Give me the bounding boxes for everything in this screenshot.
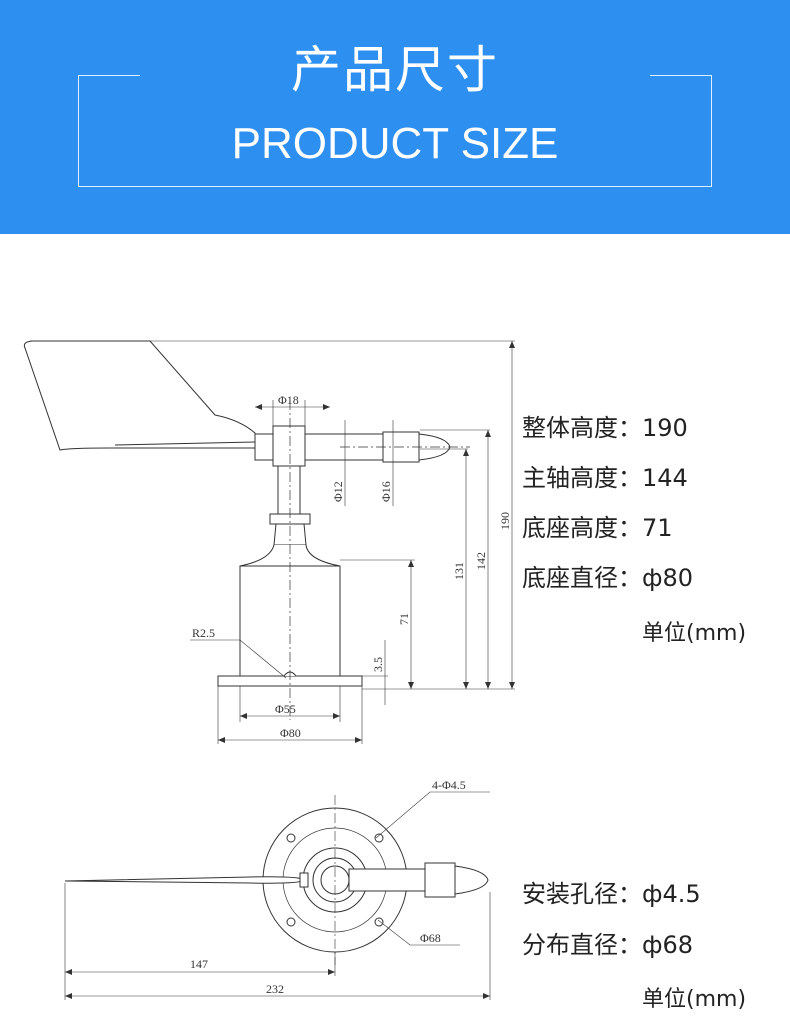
- mount-hole: [374, 833, 384, 843]
- dim-holes: 4-Φ4.5: [432, 778, 466, 792]
- page-title: 产品尺寸: [291, 41, 499, 99]
- unit-label-top: 单位(mm): [642, 987, 747, 1012]
- dim-d16: Φ16: [379, 481, 393, 502]
- frame-gap: [140, 70, 650, 82]
- front-view: [23, 340, 515, 744]
- dim-d55: Φ55: [275, 702, 296, 716]
- dim-d12: Φ12: [331, 481, 345, 502]
- dim-d80: Φ80: [280, 726, 301, 740]
- spec-base-diameter: 底座直径：ф80: [522, 564, 694, 592]
- mount-hole: [374, 917, 384, 927]
- top-view: [64, 791, 491, 1000]
- mount-hole: [286, 833, 296, 843]
- dim-r25: R2.5: [192, 626, 215, 640]
- dim-d68: Φ68: [420, 931, 441, 945]
- dim-h190: 190: [498, 512, 512, 530]
- dim-l232: 232: [266, 982, 284, 996]
- spec-hole-diameter: 安装孔径：ф4.5: [522, 880, 701, 908]
- header-banner: 产品尺寸 PRODUCT SIZE: [0, 0, 790, 234]
- spec-shaft-height: 主轴高度：144: [522, 464, 688, 492]
- page-subtitle: PRODUCT SIZE: [231, 119, 559, 168]
- dim-h142: 142: [474, 552, 488, 570]
- top-vane: [64, 876, 306, 884]
- dim-h131: 131: [452, 562, 466, 580]
- dim-d18: Φ18: [278, 393, 299, 407]
- dim-h35: 3.5: [371, 657, 385, 672]
- tail-vane: [23, 340, 256, 451]
- mount-hole: [286, 917, 296, 927]
- unit-label-front: 单位(mm): [642, 621, 747, 646]
- hub: [272, 425, 306, 467]
- shaft: [277, 465, 301, 519]
- spec-base-height: 底座高度：71: [522, 514, 673, 542]
- spec-distribution-diameter: 分布直径：ф68: [522, 931, 694, 959]
- dim-h71: 71: [397, 613, 411, 625]
- spec-total-height: 整体高度：190: [522, 414, 688, 442]
- dim-l147: 147: [190, 957, 208, 971]
